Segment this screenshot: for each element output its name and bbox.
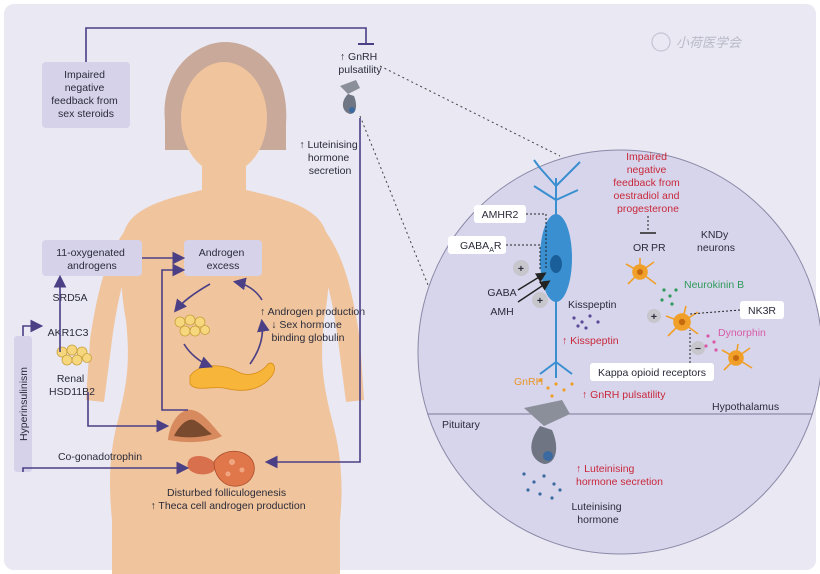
watermark: 小荷医学会 <box>651 32 743 52</box>
gaba-a-r-label: GABAAR <box>460 240 502 254</box>
pituitary-small-icon <box>340 80 360 114</box>
pr-label: PR <box>651 242 666 254</box>
srd5a-label: SRD5A <box>52 292 87 304</box>
kndy-neuron-3 <box>721 343 753 371</box>
gnrh-label: GnRH <box>514 376 543 388</box>
neurokinin-dots <box>660 288 678 306</box>
plus-icon-2 <box>532 292 548 308</box>
gnrh-neuron <box>533 159 581 378</box>
zoom-line-bottom <box>359 115 431 291</box>
gnrh-neuron-nucleus <box>550 255 562 273</box>
lh-dots <box>522 472 562 500</box>
lh-secretion-up-label: ↑ Luteinising hormone secretion <box>576 463 663 488</box>
nk3r-box <box>740 301 784 319</box>
watermark-text: 小荷医学会 <box>676 35 743 51</box>
oxygenated-androgens-box <box>42 240 142 276</box>
or-label: OR <box>633 242 649 254</box>
luteinising-hormone-label: Luteinising hormone <box>571 501 624 526</box>
akr1c3-label: AKR1C3 <box>48 327 89 339</box>
ovary-caption: Disturbed folliculogenesis ↑ Theca cell … <box>150 487 305 512</box>
kndy-label: KNDy neurons <box>697 229 735 254</box>
impaired-feedback-text: Impaired negative feedback from sex ster… <box>51 69 120 120</box>
gnrh-dots <box>538 378 574 398</box>
plus-icon-3 <box>647 309 661 323</box>
kisspeptin-dots <box>572 314 600 330</box>
adipocytes-left <box>56 344 92 366</box>
pituitary-label: Pituitary <box>442 419 481 431</box>
kappa-box <box>590 363 714 381</box>
head <box>181 62 267 174</box>
adipocytes-center <box>174 314 210 337</box>
ovary-icon <box>187 450 255 487</box>
body-arrows <box>22 27 374 475</box>
adrenal-icon <box>168 409 222 443</box>
hypothalamus-label: Hypothalamus <box>712 401 779 413</box>
oxygenated-androgens-text: 11-oxygenated androgens <box>56 247 128 272</box>
nk3r-label: NK3R <box>748 305 776 317</box>
svg-text:+: + <box>518 263 524 275</box>
neurokinin-b-label: Neurokinin B <box>684 279 744 291</box>
zoom-line-top <box>379 65 561 157</box>
co-gonadotrophin-label: Co-gonadotrophin <box>58 451 142 463</box>
kndy-neuron-1 <box>625 258 657 285</box>
svg-text:+: + <box>651 311 657 323</box>
dynorphin-dots <box>704 334 718 352</box>
impaired-oestradiol-text: Impaired negative feedback from oestradi… <box>613 151 682 215</box>
kisspeptin-label: Kisspeptin <box>568 299 617 311</box>
pituitary-gland-icon <box>524 400 570 464</box>
hyperinsulinism-box <box>14 336 32 472</box>
impaired-feedback-box <box>42 62 130 128</box>
pancreas-icon <box>189 362 275 391</box>
gnrh-pulsatility-up: ↑ GnRH pulsatility <box>582 389 666 401</box>
kappa-label: Kappa opioid receptors <box>598 367 706 379</box>
svg-text:−: − <box>695 343 701 355</box>
androgen-excess-box <box>184 240 262 276</box>
amh-label: AMH <box>490 306 513 318</box>
amhr2-box <box>474 205 526 223</box>
hypothalamus-circle <box>417 149 820 555</box>
gnrh-pulsatility-top: ↑ GnRH pulsatility <box>338 51 382 76</box>
right-arm <box>320 232 364 402</box>
amhr2-label: AMHR2 <box>482 209 519 221</box>
renal-label: Renal HSD11B2 <box>49 373 95 398</box>
androgen-production-label: ↑ Androgen production ↓ Sex hormone bind… <box>260 306 368 344</box>
kisspeptin-up-label: ↑ Kisspeptin <box>562 335 619 347</box>
minus-icon <box>691 341 705 355</box>
lh-secretion-label: ↑ Luteinising hormone secretion <box>299 139 360 177</box>
gaba-label: GABA <box>487 287 516 299</box>
dynorphin-label: Dynorphin <box>718 327 766 339</box>
plus-icon-1 <box>513 260 529 276</box>
kndy-neuron-2 <box>665 305 699 337</box>
androgen-excess-text: Androgen excess <box>199 247 247 272</box>
hyperinsulinism-text: Hyperinsulinism <box>18 367 30 441</box>
gaba-a-r-box <box>448 236 506 254</box>
svg-text:+: + <box>537 295 543 307</box>
